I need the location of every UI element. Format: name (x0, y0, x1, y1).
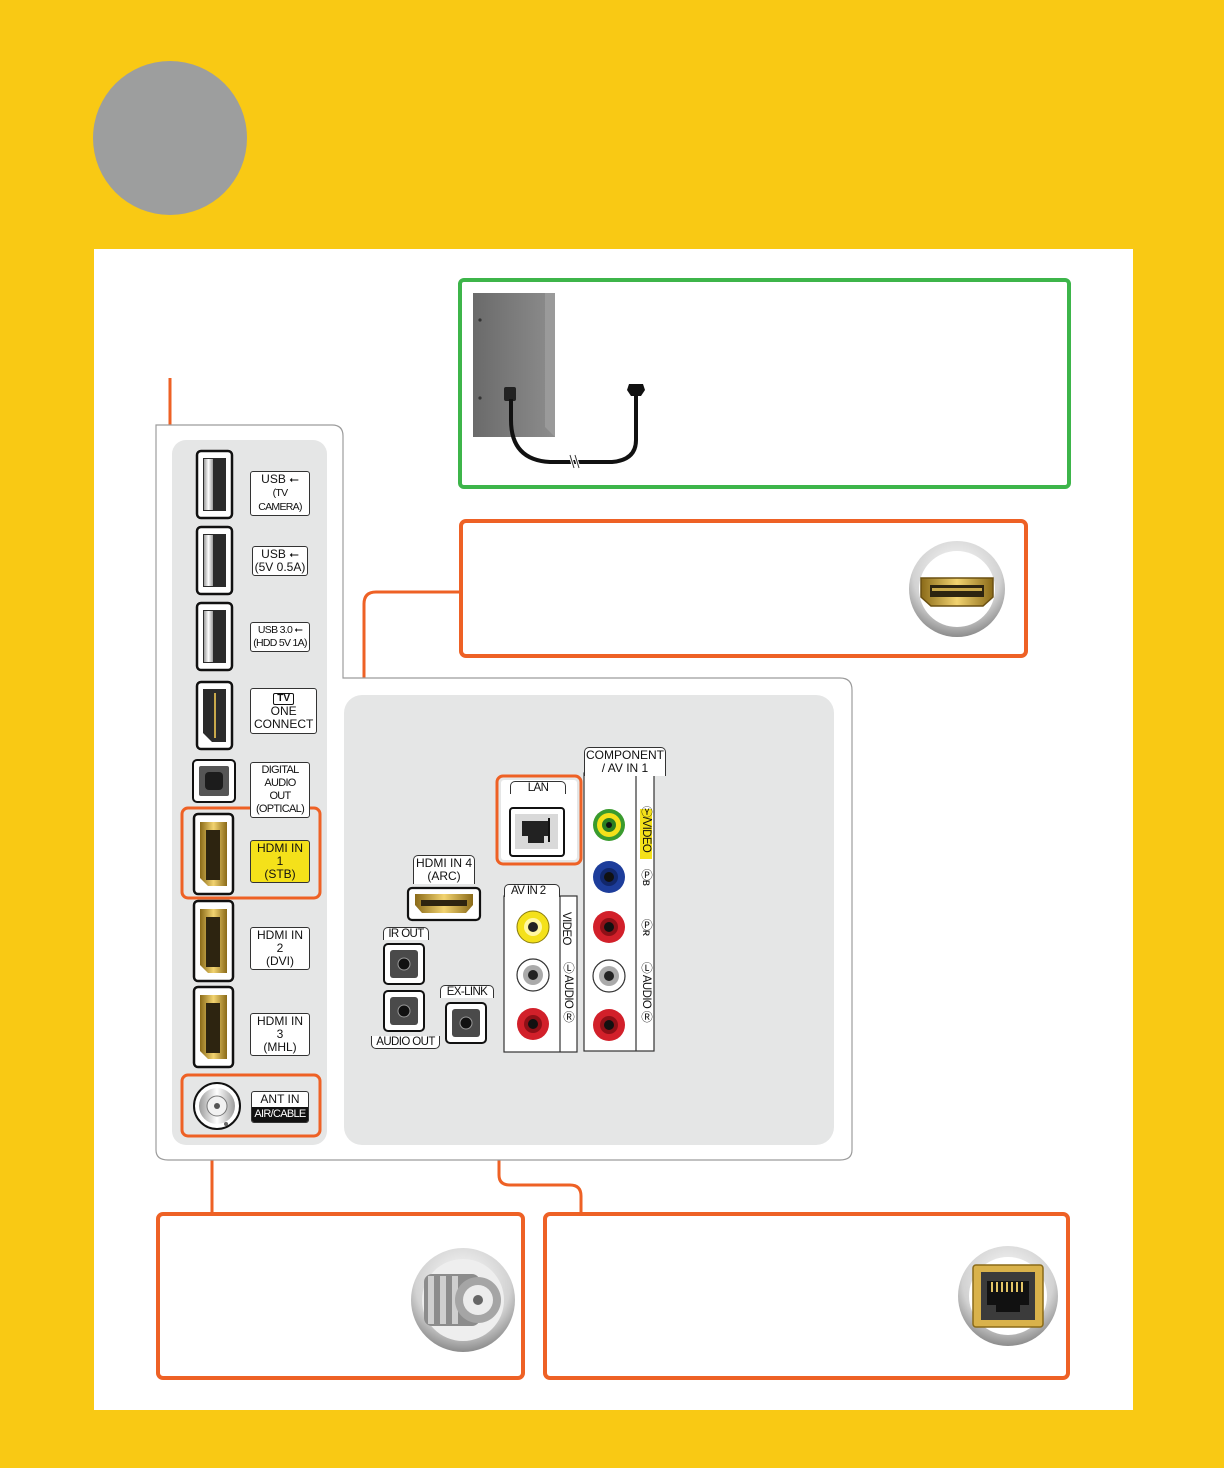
usb-port-2 (195, 525, 234, 596)
usb-symbol-icon: ⭠ (289, 472, 299, 486)
hdmi4-label: HDMI IN 4 (ARC) (404, 855, 484, 884)
hdmi-in-4-port (406, 886, 482, 922)
video-highlight (640, 809, 652, 859)
ant-line2: AIR/CABLE (252, 1107, 308, 1122)
hdmi2-label: HDMI IN 2 (DVI) (250, 927, 310, 970)
audio-out-jack (383, 990, 425, 1032)
hdmi2-line2: (DVI) (266, 954, 294, 968)
component-y-jack (593, 809, 625, 841)
usb2-label: USB ⭠ (5V 0.5A) (250, 546, 310, 576)
component-y-video-label: Ⓨ/VIDEO (640, 806, 652, 853)
av2-audio-right-jack (517, 1008, 549, 1040)
component-pr-label: Ⓟʀ (640, 919, 652, 936)
audio-out-label: AUDIO OUT (371, 1036, 440, 1049)
one-connect-line1: ONE (270, 704, 297, 718)
ex-link-label: EX-LINK (440, 985, 494, 998)
power-cord (509, 384, 645, 469)
hdmi-in-3-port (192, 985, 235, 1069)
optical-label: DIGITAL AUDIO OUT (OPTICAL) (250, 762, 310, 818)
component-pb-label: Ⓟʙ (640, 869, 652, 886)
hdmi3-line2: (MHL) (263, 1040, 297, 1054)
hdmi3-line1: HDMI IN 3 (257, 1014, 303, 1041)
one-connect-line2: CONNECT (254, 717, 314, 731)
component-label: COMPONENT / AV IN 1 (584, 747, 666, 776)
lan-callout (543, 1212, 1070, 1380)
hdmi4-line2: (ARC) (427, 869, 461, 883)
ir-out-label: IR OUT (383, 927, 429, 940)
hdmi1-line1: HDMI IN 1 (257, 841, 303, 868)
hdmi2-line1: HDMI IN 2 (257, 928, 303, 955)
lan-port (495, 774, 583, 866)
coax-port-icon (411, 1248, 515, 1352)
av2-video-label: VIDEO (560, 912, 572, 945)
optical-line1: DIGITAL (261, 764, 299, 776)
ant-line1: ANT IN (260, 1092, 300, 1106)
component-audio-left-jack (592, 959, 626, 993)
usb2-label-line2: (5V 0.5A) (254, 560, 306, 574)
lan-label: LAN (510, 781, 566, 794)
component-pr-jack (593, 911, 625, 943)
hdmi1-line2: (STB) (264, 867, 296, 881)
ant-in-highlight (180, 1073, 322, 1138)
hdmi-callout (459, 519, 1028, 658)
hdmi3-label: HDMI IN 3 (MHL) (250, 1013, 310, 1056)
ant-callout (156, 1212, 525, 1380)
component-audio-right-jack (593, 1009, 625, 1041)
hdmi-port-icon (909, 541, 1005, 637)
usb1-label-line2: (TV CAMERA) (258, 487, 302, 513)
component-line2: / AV IN 1 (601, 761, 649, 775)
one-connect-label: TV ONE CONNECT (250, 688, 318, 734)
one-connect-port (195, 680, 234, 751)
ir-out-jack (383, 943, 425, 985)
usb3-label-line2: (HDD 5V 1A) (253, 637, 307, 649)
hdmi1-label: HDMI IN 1 (STB) (250, 840, 310, 883)
hdmi-in-2-port (192, 899, 235, 983)
component-audio-label: Ⓛ AUDIO Ⓡ (640, 962, 652, 1022)
av-in-2-block (503, 895, 578, 1053)
power-callout (458, 278, 1071, 489)
usb2-label-line1: USB (261, 547, 286, 561)
av2-video-jack (516, 910, 550, 944)
hdmi4-line1: HDMI IN 4 (415, 856, 472, 870)
antenna-port (193, 1082, 241, 1130)
ant-label: ANT IN AIR/CABLE (250, 1091, 310, 1126)
step-circle (93, 61, 247, 215)
av-in-2-label: AV IN 2 (504, 884, 560, 897)
usb1-label-line1: USB (261, 472, 286, 486)
usb3-label: USB 3.0 ⭠ (HDD 5V 1A) (250, 622, 310, 652)
usb3-label-line1: USB 3.0 (257, 624, 293, 636)
usb1-label: USB ⭠ (TV CAMERA) (250, 471, 310, 516)
lan-leader-line (497, 865, 583, 1214)
optical-port (192, 759, 236, 803)
av2-audio-label: Ⓛ AUDIO Ⓡ (562, 962, 574, 1022)
optical-line3: (OPTICAL) (255, 803, 305, 815)
usb-port-1 (195, 449, 234, 520)
ex-link-jack (445, 1002, 487, 1044)
component-block (583, 772, 655, 1052)
component-line1: COMPONENT (586, 748, 664, 762)
usb-symbol-icon: ⭠ (294, 624, 303, 636)
usb-port-3 (195, 601, 234, 672)
ethernet-port-icon (958, 1246, 1058, 1346)
optical-line2: AUDIO OUT (264, 777, 296, 802)
tv-back-illustration (473, 293, 555, 437)
av2-audio-left-jack (516, 958, 550, 992)
hdmi-in-1-port (192, 812, 235, 896)
component-pb-jack (593, 861, 625, 893)
usb-symbol-icon: ⭠ (289, 547, 299, 561)
